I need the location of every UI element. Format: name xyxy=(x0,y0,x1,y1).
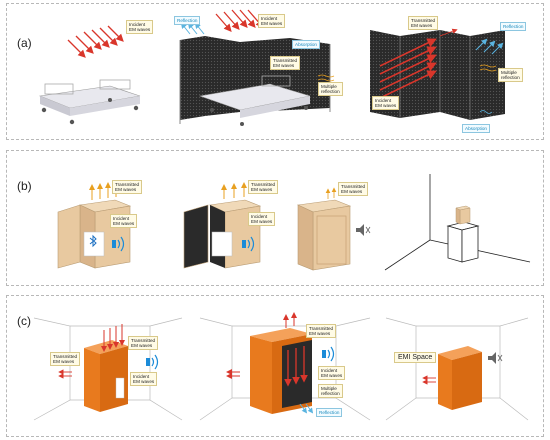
b1-open-cabinet xyxy=(57,199,132,269)
c2-reflection-waves xyxy=(299,403,314,414)
b2-transmitted-label: Transmitted EM waves xyxy=(248,180,279,195)
panel-c: (c) xyxy=(6,295,544,437)
c2-wifi-signal-icon xyxy=(322,346,335,362)
b3-closed-cabinet xyxy=(296,199,352,271)
c2-incident-waves xyxy=(284,346,308,387)
c-room-frames xyxy=(33,317,529,421)
c2-incident-label: Incident EM waves xyxy=(318,366,346,381)
a3-transmitted-waves xyxy=(439,28,458,37)
a3-absorption-waves xyxy=(479,110,493,114)
c1-incident-label: Incident EM waves xyxy=(130,372,158,387)
c2-transmitted-label: Transmitted EM waves xyxy=(306,324,337,339)
b1-wifi-signal-icon xyxy=(112,236,125,252)
a2-incident-label: Incident EM waves xyxy=(258,14,286,29)
panel-b: (b) xyxy=(6,150,544,286)
a3-incident-waves xyxy=(379,38,437,99)
c2-multiple-label: Multiple reflection xyxy=(318,384,343,399)
c3-muted-speaker-icon xyxy=(488,352,503,364)
b2-incident-label: Incident EM waves xyxy=(248,212,276,227)
a3-incident-label: Incident EM waves xyxy=(372,96,400,111)
b1-transmitted-label: Transmitted EM waves xyxy=(112,180,143,195)
a1-incident-waves xyxy=(67,25,124,58)
a2-incident-waves xyxy=(215,9,264,32)
a3-absorption-label: Absorption xyxy=(462,124,490,134)
a2-transmitted-label: Transmitted EM waves xyxy=(270,56,301,71)
panel-b-label: (b) xyxy=(17,179,32,193)
a1-incident-label: Incident EM waves xyxy=(126,20,154,35)
c2-transmitted-waves xyxy=(226,312,297,379)
c1-orange-enclosure xyxy=(84,340,128,412)
a3-transmitted-label: Transmitted EM waves xyxy=(408,16,439,31)
b2-wifi-signal-icon xyxy=(242,236,255,252)
a1-hospital-bed xyxy=(38,79,141,125)
c3-orange-enclosure xyxy=(438,346,482,410)
panel-a: (a) xyxy=(6,3,544,140)
c1-transmitted-left-label: Transmitted EM waves xyxy=(50,352,81,367)
a3-reflection-waves xyxy=(475,38,504,55)
a2-absorption-label: Absorption xyxy=(292,40,320,50)
a2-multiple-label: Multiple reflection xyxy=(318,82,343,97)
c2-orange-enclosure xyxy=(250,328,312,414)
b1-bluetooth-device-icon xyxy=(89,234,97,248)
b1-incident-label: Incident EM waves xyxy=(110,214,138,229)
panel-c-label: (c) xyxy=(17,314,31,328)
c2-reflection-label: Reflection xyxy=(316,408,343,418)
a2-reflection-waves xyxy=(180,22,205,35)
b3-muted-speaker-icon xyxy=(356,224,371,236)
a2-multiple-reflection xyxy=(317,74,335,82)
c3-transmitted-waves xyxy=(422,375,436,385)
a2-hospital-bed xyxy=(198,75,311,126)
a3-folding-screen xyxy=(370,30,505,120)
b2-transmitted-waves xyxy=(221,182,247,199)
c3-emi-space-label: EMI Space xyxy=(394,352,437,363)
c1-incident-waves xyxy=(101,324,125,352)
b3-transmitted-label: Transmitted EM waves xyxy=(338,182,369,197)
a3-multiple-reflection xyxy=(479,64,497,72)
c1-transmitted-left-waves xyxy=(58,369,72,379)
b4-small-cabinet xyxy=(455,205,471,225)
panel-a-label: (a) xyxy=(17,36,32,50)
b3-transmitted-waves xyxy=(325,187,337,199)
a2-reflection-label: Reflection xyxy=(174,16,201,26)
b4-room-outline xyxy=(384,174,531,271)
a3-reflection-label: Reflection xyxy=(500,22,527,32)
c1-transmitted-top-label: Transmitted EM waves xyxy=(128,336,159,351)
c1-wifi-signal-icon xyxy=(146,354,159,370)
b2-dark-cabinet xyxy=(183,199,262,269)
a3-multiple-label: Multiple reflection xyxy=(498,68,523,83)
